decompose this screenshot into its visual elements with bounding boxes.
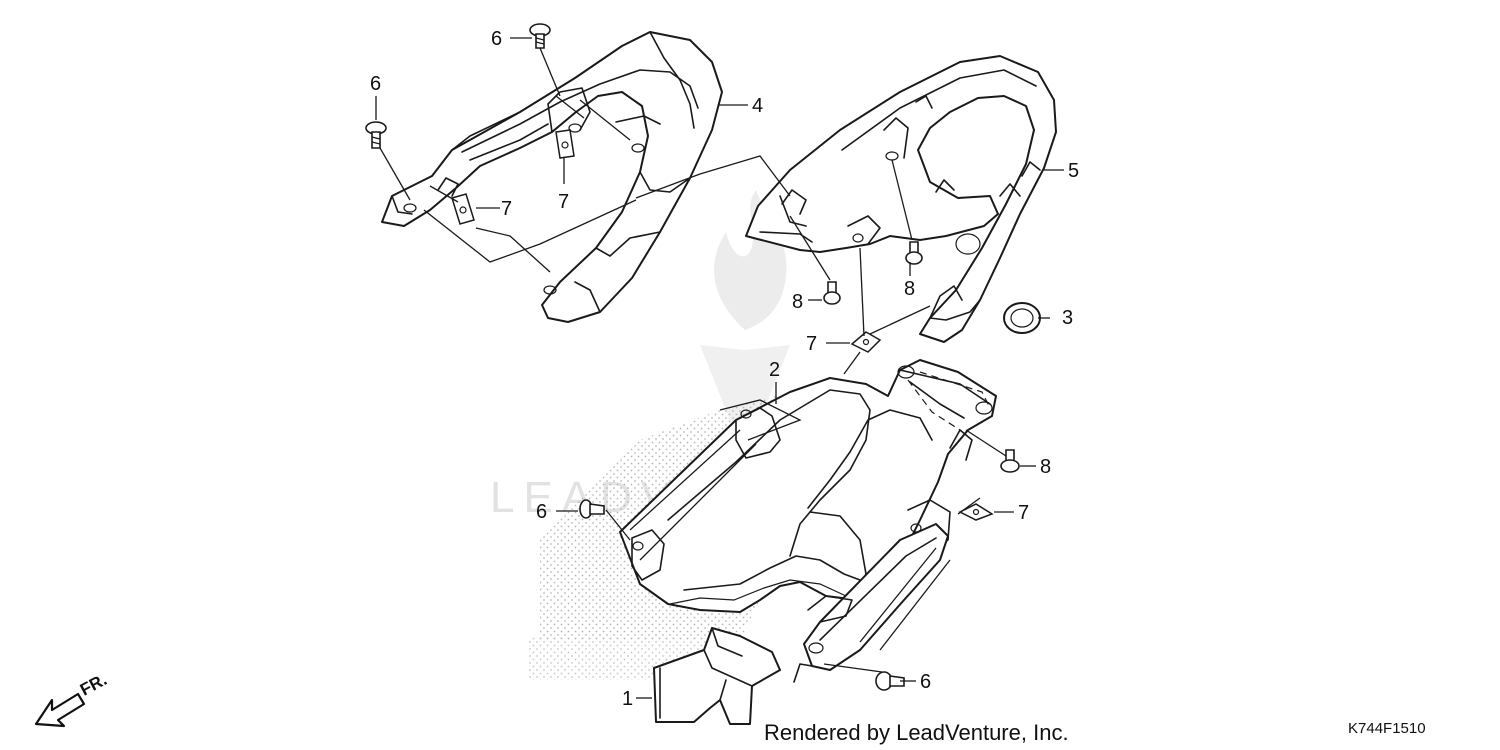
part-5-side-cowl: [745, 55, 1057, 343]
callout-7-right: 7: [1018, 502, 1029, 524]
callout-8-left: 8: [792, 291, 803, 313]
bolt-8-mid: [905, 241, 923, 265]
part-2-rear-fender: [528, 359, 997, 683]
clip-nut-7-right: [958, 503, 994, 521]
callout-6-top: 6: [491, 28, 502, 50]
front-direction-indicator: FR.: [34, 670, 110, 728]
render-credit: Rendered by LeadVenture, Inc.: [764, 720, 1069, 745]
callout-4: 4: [752, 95, 763, 117]
arrow-left-down-icon: [34, 692, 86, 728]
bolt-8-right: [1000, 449, 1020, 473]
part-4-side-cowl: [381, 31, 723, 323]
clip-nut-7-left: [451, 193, 475, 225]
callout-7-left: 7: [501, 198, 512, 220]
diagram-code: K744F1510: [1348, 720, 1426, 737]
bolt-6-bottom: [875, 671, 905, 691]
callout-8-mid: 8: [904, 278, 915, 300]
part-1-splash-guard: [653, 627, 781, 725]
callout-8-right: 8: [1040, 456, 1051, 478]
callout-3: 3: [1062, 307, 1073, 329]
bolt-6-mid: [579, 499, 605, 519]
callout-7-upper: 7: [558, 191, 569, 213]
callout-7-center: 7: [806, 333, 817, 355]
callout-6-bottom: 6: [920, 671, 931, 693]
callout-2: 2: [769, 359, 780, 381]
callout-6-mid: 6: [536, 501, 547, 523]
bolt-6-left: [365, 121, 387, 149]
callout-6-left: 6: [370, 73, 381, 95]
part-3-grommet: [1003, 302, 1041, 334]
front-label: FR.: [77, 670, 110, 700]
bolt-8-left: [823, 281, 841, 305]
callout-5: 5: [1068, 160, 1079, 182]
assembly-lines: [379, 47, 1050, 673]
callout-1: 1: [622, 688, 633, 710]
bolt-6-top: [529, 23, 551, 49]
callouts: 6 6 4 7 7 5 8 8 3 7 2 8 6 7 6 1: [370, 28, 1079, 710]
clip-nut-7-center: [850, 331, 882, 353]
clip-nut-7-upper: [555, 129, 575, 159]
